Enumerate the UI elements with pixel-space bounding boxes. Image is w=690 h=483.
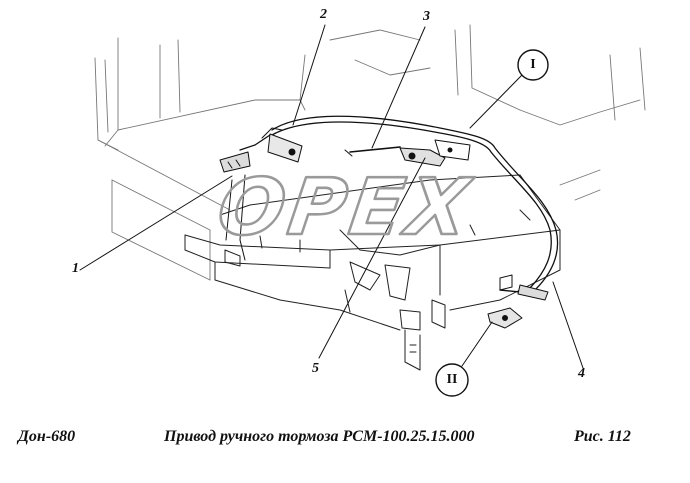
leader-lines — [79, 24, 584, 369]
watermark-text: OPEX — [212, 162, 478, 253]
callout-5: 5 — [312, 361, 319, 376]
callout-1: 1 — [72, 261, 79, 276]
linkage-middle — [344, 139, 471, 167]
caption-figure: Рис. 112 — [574, 428, 631, 445]
lever-assembly-left — [219, 127, 303, 261]
callout-4: 4 — [578, 366, 585, 381]
callout-3: 3 — [423, 9, 430, 24]
body-frame-lines — [94, 24, 646, 281]
brake-cable — [239, 115, 559, 291]
rear-brake-attachment — [487, 274, 549, 329]
detail-circle-II — [435, 363, 469, 397]
detail-circle-I — [517, 49, 549, 81]
detail-label-II: II — [446, 372, 458, 387]
watermark: OPEX — [211, 161, 479, 254]
caption-title: Привод ручного тормоза РСМ-100.25.15.000 — [164, 428, 475, 445]
caption-model: Дон-680 — [18, 428, 76, 445]
callout-2: 2 — [320, 7, 327, 22]
detail-label-I: I — [530, 57, 536, 72]
